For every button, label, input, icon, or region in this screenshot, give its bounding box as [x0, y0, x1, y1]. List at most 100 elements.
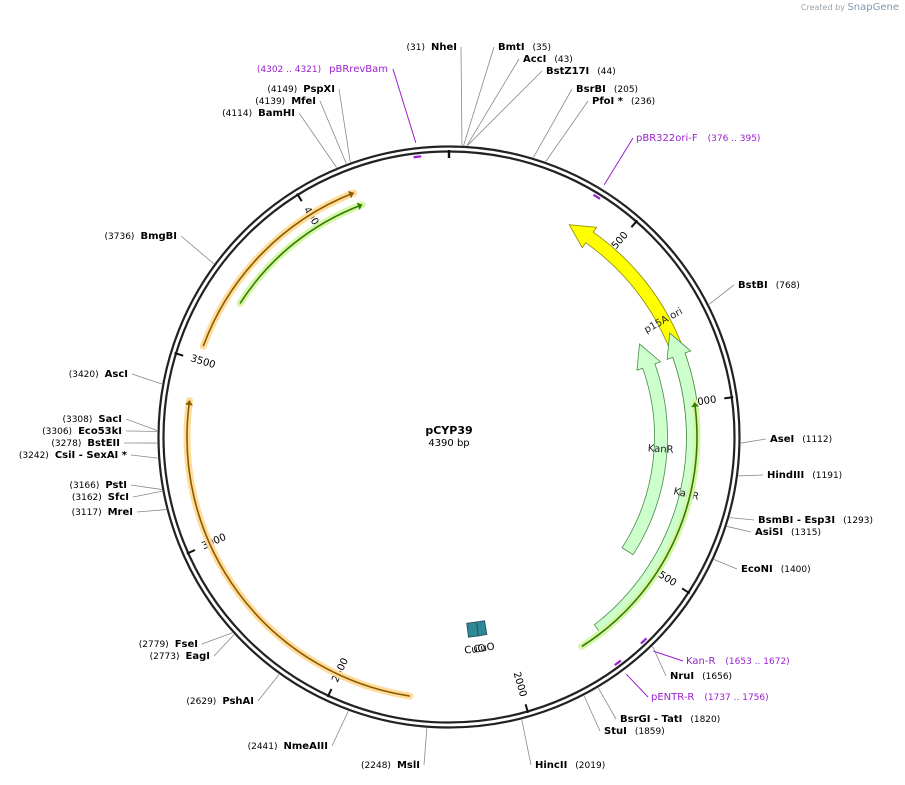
site-position: (3166): [69, 481, 99, 491]
site-position: (3308): [62, 415, 92, 425]
site-position: (1191): [812, 471, 842, 481]
site-label-sfci[interactable]: (3162)SfcI: [72, 492, 129, 503]
primer-range: (4302 .. 4321): [257, 65, 321, 75]
site-label-fsei[interactable]: (2779) FseI: [139, 639, 198, 650]
orf-arc: [202, 192, 355, 347]
site-name: BmtI: [498, 42, 525, 53]
site-label-eagi[interactable]: (2773)EagI: [150, 651, 210, 662]
site-leader-line: [136, 509, 167, 513]
site-label-mrei[interactable]: (3117)MreI: [72, 507, 133, 518]
site-label-bmgbi[interactable]: (3736)BmgBI: [105, 231, 177, 242]
site-label-bamhi[interactable]: (4114)BamHI: [222, 108, 295, 119]
scale-tick: [174, 352, 184, 357]
site-label-bsrgi-tati[interactable]: BsrGI - TatI(1820): [620, 714, 720, 725]
site-label-asisi[interactable]: AsiSI(1315): [755, 527, 821, 538]
site-label-psti[interactable]: (3166)PstI: [69, 480, 127, 491]
site-position: (1656): [702, 672, 732, 682]
site-label-bstz17i[interactable]: BstZ17I(44): [546, 66, 616, 77]
snapgene-credit: Created by SnapGene: [801, 2, 899, 13]
site-position: (3242): [19, 451, 49, 461]
orf-arrowhead: [691, 402, 700, 408]
site-name: NmeAIII: [284, 741, 328, 752]
site-label-acci[interactable]: AccI(43): [523, 54, 573, 65]
feature-label: KanR: [647, 443, 673, 455]
primer-range: (1653 .. 1672): [725, 657, 789, 667]
site-name: MfeI: [291, 96, 316, 107]
site-label-bstbi[interactable]: BstBI(768): [738, 280, 800, 291]
site-label-bsrbi[interactable]: BsrBI(205): [576, 84, 638, 95]
site-label-mfei[interactable]: (4139) MfeI: [255, 96, 316, 107]
primer-label-pbrrevbam[interactable]: (4302 .. 4321)pBRrevBam: [257, 64, 388, 75]
plasmid-name: pCYP39: [425, 424, 472, 437]
site-position: (2779): [139, 640, 169, 650]
site-name: SfcI: [108, 492, 129, 503]
site-label-nrui[interactable]: NruI (1656): [670, 671, 732, 682]
site-name: BsrBI: [576, 84, 606, 95]
site-label-eco53ki[interactable]: (3306)Eco53kI: [42, 426, 122, 437]
primer-label-pentr-r[interactable]: pENTR-R (1737 .. 1756): [651, 692, 769, 703]
site-position: (1112): [802, 435, 832, 445]
site-label-hindiii[interactable]: HindIII (1191): [767, 470, 842, 481]
orf-arc: [581, 402, 698, 648]
site-label-stui[interactable]: StuI(1859): [604, 726, 665, 737]
site-label-msli[interactable]: (2248) MslI: [361, 760, 420, 771]
site-leader-line: [130, 454, 158, 459]
site-name: NruI: [670, 671, 694, 682]
site-label-hincii[interactable]: HincII(2019): [535, 760, 605, 771]
site-leader-line: [713, 559, 738, 570]
primer-range: (1737 .. 1756): [704, 693, 768, 703]
site-leader-line: [738, 474, 764, 477]
primer-name: pBR322ori-F: [636, 133, 698, 144]
site-leader-line: [466, 58, 520, 146]
site-leader-line: [521, 719, 532, 766]
site-name: NheI: [431, 42, 457, 53]
site-label-pfoi-[interactable]: PfoI *(236): [592, 96, 655, 107]
site-position: (2441): [248, 742, 278, 752]
site-position: (3278): [51, 439, 81, 449]
site-position: (4114): [222, 109, 252, 119]
primer-arc: [640, 637, 648, 645]
orf-arrowhead: [348, 190, 354, 199]
site-position: (2248): [361, 761, 391, 771]
site-name: CsiI - SexAI *: [55, 450, 128, 461]
site-label-pshai[interactable]: (2629)PshAI: [186, 696, 254, 707]
primer-arc: [614, 659, 622, 667]
scale-tick: [630, 219, 639, 228]
site-name: PshAI: [222, 696, 254, 707]
site-leader-line: [583, 695, 601, 732]
site-label-bsteii[interactable]: (3278)BstEII: [51, 438, 120, 449]
cuo-operator-label: CuO: [473, 641, 496, 655]
site-label-asci[interactable]: (3420)AscI: [69, 369, 128, 380]
site-label-bmti[interactable]: BmtI(35): [498, 42, 551, 53]
primer-label-kan-r[interactable]: Kan-R(1653 .. 1672): [686, 656, 790, 667]
site-name: FseI: [175, 639, 198, 650]
primer-name: pENTR-R: [651, 692, 694, 703]
site-name: EagI: [186, 651, 210, 662]
feature-kanr: [621, 343, 668, 556]
site-leader-line: [201, 632, 233, 645]
plasmid-size: 4390 bp: [428, 438, 469, 449]
site-leader-line: [423, 728, 428, 766]
site-leader-line: [298, 112, 337, 168]
site-label-econi[interactable]: EcoNI(1400): [741, 564, 811, 575]
primer-label-pbr322ori-f[interactable]: pBR322ori-F(376 .. 395): [636, 133, 760, 144]
site-label-asei[interactable]: AseI(1112): [770, 434, 832, 445]
snapgene-brand: SnapGene: [847, 2, 899, 13]
primer-leader-line: [392, 68, 417, 144]
site-position: (3420): [69, 370, 99, 380]
site-label-pspxi[interactable]: (4149)PspXI: [267, 84, 335, 95]
site-label-bsmbi-esp3i[interactable]: BsmBI - Esp3I(1293): [758, 515, 873, 526]
site-name: PfoI *: [592, 96, 624, 107]
cuo-operator-box: [466, 621, 479, 638]
site-leader-line: [257, 674, 280, 702]
site-leader-line: [545, 100, 589, 162]
site-label-nmeaiii[interactable]: (2441) NmeAIII: [248, 741, 328, 752]
site-name: BstBI: [738, 280, 768, 291]
site-label-csii-sexai-[interactable]: (3242) CsiI - SexAI *: [19, 450, 128, 461]
site-position: (4139): [255, 97, 285, 107]
site-label-nhei[interactable]: (31)NheI: [407, 42, 457, 53]
site-name: HindIII: [767, 470, 804, 481]
site-name: MslI: [397, 760, 420, 771]
site-label-saci[interactable]: (3308)SacI: [62, 414, 122, 425]
orf-arrowhead: [356, 202, 363, 210]
